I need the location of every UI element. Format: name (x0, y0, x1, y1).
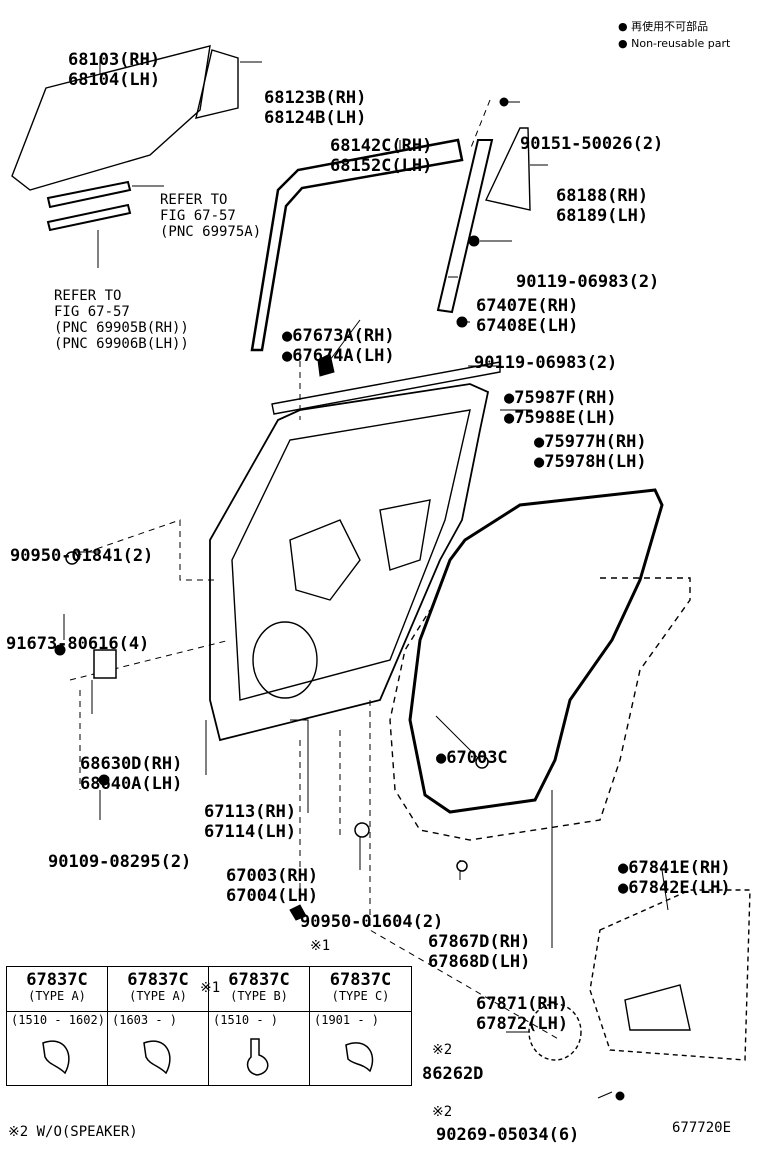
clip-icon (143, 1040, 171, 1075)
callout-seal-6767: 67673A(RH)67674A(LH) (282, 286, 394, 386)
table-part: 67837C (26, 970, 88, 990)
clip-icon (345, 1042, 374, 1073)
run-channel-shape (250, 138, 464, 352)
service-cover-shape (589, 889, 751, 1061)
bottom-screw-icon (615, 1091, 625, 1101)
clip-icon (456, 860, 468, 872)
division-bar-shape (484, 127, 531, 211)
clip-icon (42, 1040, 70, 1075)
table-col-4: 67837C (TYPE C) (1901 - ) (310, 967, 411, 1085)
callout-service-cover: 67841E(RH)67842E(LH) (618, 818, 730, 918)
table-col-3: 67837C (TYPE B) (1510 - ) (209, 967, 310, 1085)
bolt-mid-icon (468, 235, 480, 247)
speaker-hole (252, 621, 318, 699)
callout-speaker-cover: 86262D (422, 1064, 484, 1084)
table-type: (TYPE C) (331, 989, 390, 1003)
hinge-icon (93, 649, 117, 679)
parts-diagram: 再使用不可部品 Non-reusable part 68103(RH)68104… (0, 0, 760, 1112)
table-range: (1603 - ) (108, 1011, 208, 1028)
callout-frame: 67113(RH)67114(LH) (204, 802, 297, 842)
trim-panel-dashed (389, 577, 691, 841)
callout-screw: 91673-80616(4) (6, 634, 150, 654)
table-part: 67837C (228, 970, 290, 990)
callout-mould-7597: 75977H(RH)75978H(LH) (534, 392, 646, 492)
legend-jp: 再使用不可部品 (618, 18, 730, 35)
table-range: (1510 - 1602) (7, 1011, 107, 1028)
table-col-2: 67837C (TYPE A) (1603 - ) (108, 967, 209, 1085)
callout-screw-bottom: 90269-05034(6) (436, 1125, 580, 1145)
table-type: (TYPE B) (230, 989, 288, 1003)
table-part: 67837C (329, 970, 392, 990)
callout-weatherstrip: 67871(RH)67872(LH) (476, 994, 569, 1034)
table-range: (1901 - ) (310, 1011, 411, 1028)
table-part: 67837C (127, 970, 189, 990)
callout-bolt-mid: 90119-06983(2) (516, 272, 660, 292)
hole-plug-icon (354, 822, 370, 838)
callout-channel-lower: 67407E(RH)67408E(LH) (476, 296, 579, 336)
callout-bolt-low: 90119-06983(2) (474, 353, 618, 373)
callout-panel: 67003(RH)67004(LH) (226, 866, 319, 906)
plug-icon (65, 551, 79, 565)
legend-en: Non-reusable part (618, 35, 730, 52)
callout-clip-mark: ※1 (310, 938, 331, 954)
callout-hinge: 68630D(RH)68640A(LH) (80, 754, 183, 794)
table-header-mark: ※1 (200, 980, 221, 996)
bolt-low-icon (456, 316, 468, 328)
access-hole-mid (379, 499, 431, 571)
callout-division-bar: 68188(RH)68189(LH) (556, 186, 649, 226)
access-hole-upper (289, 519, 361, 601)
callout-plug: 90950-01841(2) (10, 546, 154, 566)
dashed-connections (69, 99, 561, 1041)
table-type: (TYPE A) (28, 989, 86, 1003)
callout-speaker-mark: ※2 (432, 1042, 453, 1058)
callout-bolt-top: 90151-50026(2) (520, 134, 664, 154)
callout-mould-759: 75987F(RH)75988E(LH) (504, 348, 616, 448)
figure-id: 677720E (672, 1120, 732, 1136)
table-col-1: 67837C (TYPE A) (1510 - 1602) (7, 967, 108, 1085)
screw-icon (54, 644, 66, 656)
small-clip-icon (289, 904, 307, 921)
rear-channel-shape (436, 139, 494, 314)
belt-moulding-upper (46, 180, 132, 209)
callout-glass: 68103(RH)68104(LH) (68, 50, 161, 90)
belt-moulding-lower (46, 203, 132, 232)
legend: 再使用不可部品 Non-reusable part (618, 18, 730, 52)
note-speaker: ※2 W/O(SPEAKER) (8, 1124, 138, 1140)
door-inner-shape (231, 409, 471, 701)
hinge-bolt-icon (98, 774, 110, 786)
callout-hole-plug: 90950-01604(2) (300, 912, 444, 932)
callout-quarter-glass: 68123B(RH)68124B(LH) (264, 88, 367, 128)
callout-bolt-hinge: 90109-08295(2) (48, 852, 192, 872)
door-frame-shape (209, 383, 490, 742)
callout-run-channel: 68142C(RH)68152C(LH) (330, 136, 433, 176)
clip-icon (246, 1038, 269, 1076)
callout-cover-67003c: 67003C (436, 708, 507, 788)
service-cover-window (624, 984, 691, 1031)
weatherstrip-shape (408, 488, 664, 814)
table-type: (TYPE A) (129, 989, 187, 1003)
table-range: (1510 - ) (209, 1011, 309, 1028)
clip-variant-table: 67837C (TYPE A) (1510 - 1602) 67837C (TY… (6, 966, 412, 1086)
window-glass-shape (11, 45, 211, 191)
quarter-glass-shape (195, 49, 239, 119)
outer-moulding (271, 361, 501, 415)
bolt-top-icon (499, 97, 509, 107)
callout-weatherstrip-clip: 67867D(RH)67868D(LH) (428, 932, 531, 972)
